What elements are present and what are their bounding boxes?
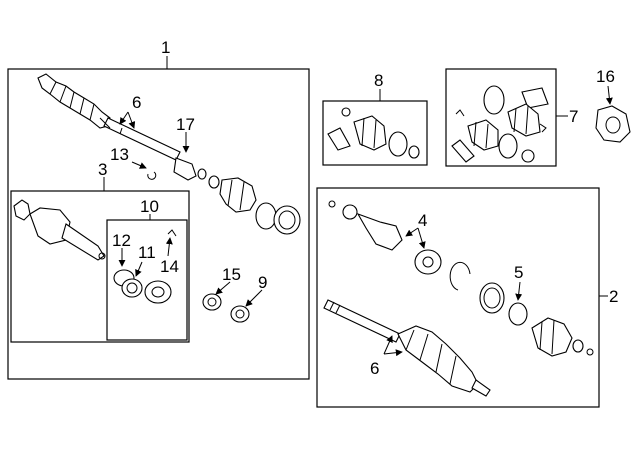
callout-10: 10 [140, 197, 159, 216]
right-tripod-joint [414, 249, 442, 275]
inner-joint-housing [13, 199, 106, 261]
left-boot-band [273, 205, 301, 235]
right-half-shaft [323, 299, 401, 343]
callout-1: 1 [161, 38, 170, 57]
assembly-2-box [316, 187, 600, 408]
right-inner-joint-parts [328, 200, 403, 251]
callout-11: 11 [138, 243, 156, 262]
kit-7-box [445, 68, 557, 167]
callout-13: 13 [110, 145, 129, 164]
clamp-ring-5 [508, 302, 528, 326]
callout-5: 5 [514, 263, 523, 282]
leader-lines [103, 56, 613, 357]
left-inner-joint [173, 157, 220, 189]
tripod-bearing-set [113, 269, 143, 298]
tripod-joint-14 [144, 280, 172, 304]
snap-ring-14 [167, 229, 177, 237]
callout-7: 7 [569, 107, 578, 126]
assembly-10-box [106, 219, 188, 341]
boot-kit-7-parts [451, 85, 549, 163]
callout-6-top: 6 [132, 93, 141, 112]
callout-4: 4 [418, 211, 427, 230]
left-boot-clamp-ring [255, 202, 277, 230]
left-outer-joint-boot [37, 73, 111, 129]
dust-cover-16 [595, 105, 631, 143]
callout-16: 16 [596, 67, 615, 86]
right-boot-clamp [479, 282, 505, 314]
oil-seal-9 [230, 305, 250, 323]
callout-12: 12 [112, 231, 131, 250]
small-clip-13 [147, 171, 157, 180]
callout-14: 14 [160, 257, 179, 276]
assembly-3-box [10, 190, 190, 343]
callout-9: 9 [258, 273, 267, 292]
kit-8-box [322, 100, 428, 166]
right-outer-joint-boot [397, 325, 491, 397]
right-snap-ring [449, 261, 471, 291]
assembly-1-box [7, 68, 310, 380]
oil-seal-15 [202, 293, 222, 311]
right-inner-boot [531, 317, 594, 357]
callout-2: 2 [609, 287, 618, 306]
callout-15: 15 [222, 265, 241, 284]
callout-8: 8 [374, 71, 383, 90]
callout-3: 3 [98, 160, 107, 179]
callout-6-bottom: 6 [370, 359, 379, 378]
callout-17: 17 [176, 115, 195, 134]
left-inner-boot [219, 177, 257, 213]
boot-kit-8-parts [327, 107, 420, 159]
